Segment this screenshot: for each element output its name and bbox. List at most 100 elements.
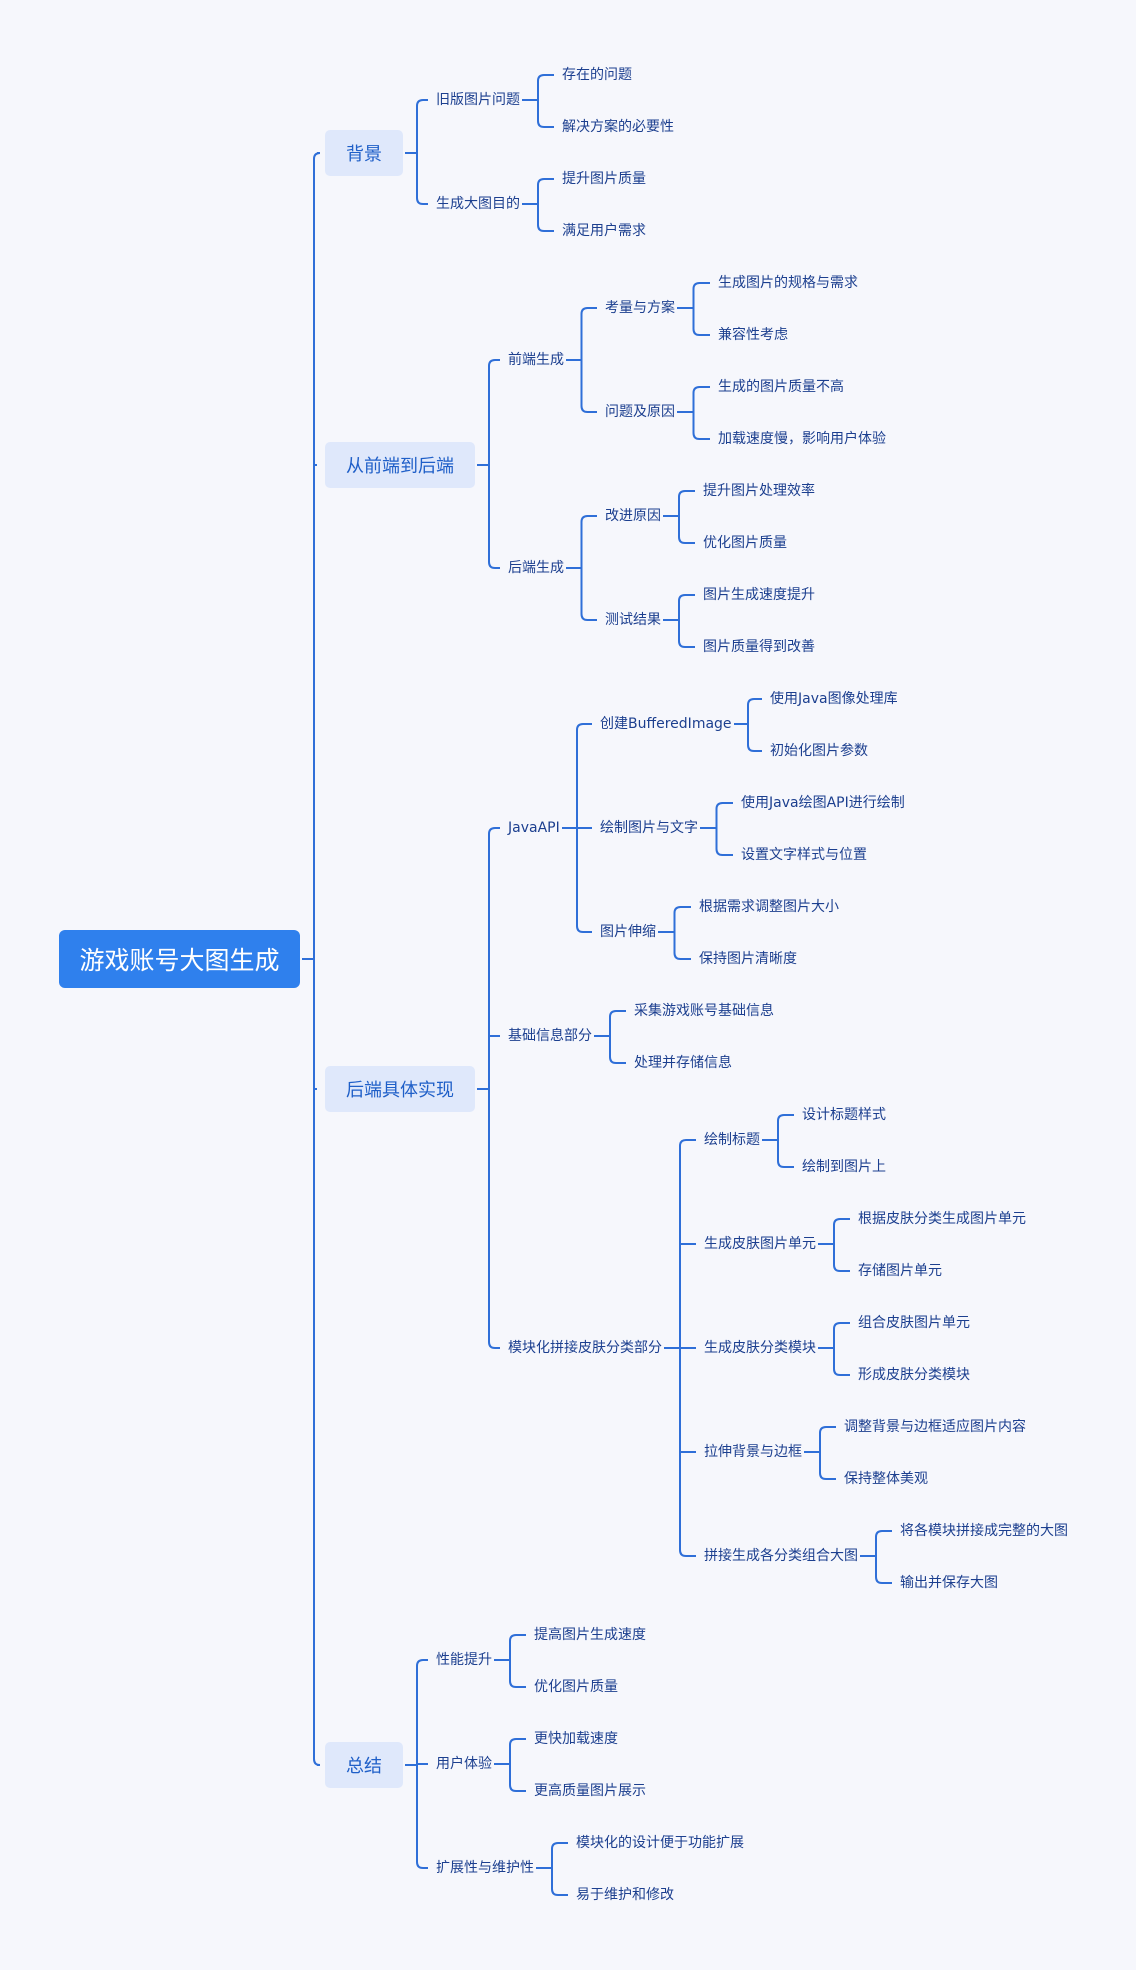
leaf-stitch-modules[interactable]: 将各模块拼接成完整的大图 [900, 1523, 1068, 1539]
leaf-keep-clarity[interactable]: 保持图片清晰度 [699, 951, 797, 967]
connector-branch [673, 952, 691, 960]
leaf-compatibility[interactable]: 兼容性考虑 [718, 327, 788, 343]
node-draw-image-text[interactable]: 绘制图片与文字 [600, 820, 698, 836]
node-skin-units[interactable]: 生成皮肤图片单元 [704, 1236, 816, 1252]
leaf-faster-loading[interactable]: 更快加载速度 [534, 1731, 618, 1747]
leaf-easy-maintain[interactable]: 易于维护和修改 [576, 1887, 674, 1903]
connector-branch [747, 744, 762, 752]
leaf-speed-improved[interactable]: 图片生成速度提升 [703, 587, 815, 603]
connector-branch [678, 490, 695, 498]
leaf-draw-on-image[interactable]: 绘制到图片上 [802, 1159, 886, 1175]
leaf-meet-user-needs[interactable]: 满足用户需求 [562, 223, 646, 239]
leaf-modular-design[interactable]: 模块化的设计便于功能扩展 [576, 1835, 744, 1851]
connector-branch [509, 1784, 526, 1792]
connector-branch [875, 1576, 892, 1584]
node-improvement-reasons[interactable]: 改进原因 [605, 508, 661, 524]
leaf-resize[interactable]: 根据需求调整图片大小 [699, 899, 839, 915]
leaf-higher-quality-display[interactable]: 更高质量图片展示 [534, 1783, 646, 1799]
connector-branch [416, 197, 428, 205]
node-generation-purpose[interactable]: 生成大图目的 [436, 196, 520, 212]
leaf-java-draw-api[interactable]: 使用Java绘图API进行绘制 [741, 795, 905, 811]
leaf-init-params[interactable]: 初始化图片参数 [770, 743, 868, 759]
leaf-faster-generation[interactable]: 提高图片生成速度 [534, 1627, 646, 1643]
connector-branch [833, 1322, 850, 1330]
branch-backend-implementation[interactable]: 后端具体实现 [325, 1066, 475, 1112]
leaf-low-quality[interactable]: 生成的图片质量不高 [718, 379, 844, 395]
connector-branch [833, 1264, 850, 1272]
connector-branch [678, 594, 695, 602]
leaf-processing-efficiency[interactable]: 提升图片处理效率 [703, 483, 815, 499]
node-old-image-issues[interactable]: 旧版图片问题 [436, 92, 520, 108]
node-frontend-generation[interactable]: 前端生成 [508, 352, 564, 368]
node-modular-skins[interactable]: 模块化拼接皮肤分类部分 [508, 1340, 662, 1356]
leaf-output-save[interactable]: 输出并保存大图 [900, 1575, 998, 1591]
connector-branch [777, 1114, 794, 1122]
root-node[interactable]: 游戏账号大图生成 [59, 930, 300, 988]
connector-branch [488, 359, 500, 367]
connector-branch [747, 698, 762, 706]
leaf-quality-improved[interactable]: 图片质量得到改善 [703, 639, 815, 655]
connector-branch [715, 848, 733, 856]
node-draw-title[interactable]: 绘制标题 [704, 1132, 760, 1148]
connector-branch [580, 405, 597, 413]
node-test-results[interactable]: 测试结果 [605, 612, 661, 628]
connector-branch [537, 224, 554, 232]
connector-branch [833, 1218, 850, 1226]
node-skin-modules[interactable]: 生成皮肤分类模块 [704, 1340, 816, 1356]
leaf-form-modules[interactable]: 形成皮肤分类模块 [858, 1367, 970, 1383]
node-problems-causes[interactable]: 问题及原因 [605, 404, 675, 420]
node-backend-generation[interactable]: 后端生成 [508, 560, 564, 576]
node-user-experience[interactable]: 用户体验 [436, 1756, 492, 1772]
node-assemble-image[interactable]: 拼接生成各分类组合大图 [704, 1548, 858, 1564]
connector-branch [551, 1888, 568, 1896]
connector-branch [509, 1680, 526, 1688]
leaf-text-style-position[interactable]: 设置文字样式与位置 [741, 847, 867, 863]
leaf-better-quality[interactable]: 优化图片质量 [534, 1679, 618, 1695]
leaf-store-info[interactable]: 处理并存储信息 [634, 1055, 732, 1071]
leaf-optimize-quality[interactable]: 优化图片质量 [703, 535, 787, 551]
leaf-collect-info[interactable]: 采集游戏账号基础信息 [634, 1003, 774, 1019]
branch-background[interactable]: 背景 [325, 130, 403, 176]
leaf-solution-necessity[interactable]: 解决方案的必要性 [562, 119, 674, 135]
connector-branch [576, 723, 592, 731]
node-performance[interactable]: 性能提升 [436, 1652, 492, 1668]
leaf-java-image-library[interactable]: 使用Java图像处理库 [770, 691, 898, 707]
connector-branch [678, 536, 695, 544]
node-considerations[interactable]: 考量与方案 [605, 300, 675, 316]
leaf-existing-problems[interactable]: 存在的问题 [562, 67, 632, 83]
connector-branch [609, 1056, 626, 1064]
connector-branch [777, 1160, 794, 1168]
leaf-adjust-border[interactable]: 调整背景与边框适应图片内容 [844, 1419, 1026, 1435]
connector-branch [580, 613, 597, 621]
branch-frontend-to-backend[interactable]: 从前端到后端 [325, 442, 475, 488]
leaf-generate-units[interactable]: 根据皮肤分类生成图片单元 [858, 1211, 1026, 1227]
node-java-api[interactable]: JavaAPI [508, 820, 560, 836]
leaf-improve-quality[interactable]: 提升图片质量 [562, 171, 646, 187]
connector-branch [313, 152, 321, 160]
connector-branch [509, 1738, 526, 1746]
leaf-combine-units[interactable]: 组合皮肤图片单元 [858, 1315, 970, 1331]
branch-summary[interactable]: 总结 [325, 1742, 403, 1788]
connector-branch [875, 1530, 892, 1538]
node-image-scaling[interactable]: 图片伸缩 [600, 924, 656, 940]
connector-branch [576, 925, 592, 933]
leaf-slow-loading[interactable]: 加载速度慢，影响用户体验 [718, 431, 886, 447]
connector-branch [679, 1139, 696, 1147]
leaf-keep-beauty[interactable]: 保持整体美观 [844, 1471, 928, 1487]
connector-branch [313, 1758, 321, 1766]
node-stretch-background[interactable]: 拉伸背景与边框 [704, 1444, 802, 1460]
connector-branch [692, 432, 710, 440]
node-extensibility[interactable]: 扩展性与维护性 [436, 1860, 534, 1876]
node-create-bufferedimage[interactable]: 创建BufferedImage [600, 716, 732, 732]
connector-branch [692, 386, 710, 394]
leaf-store-units[interactable]: 存储图片单元 [858, 1263, 942, 1279]
connector-branch [609, 1010, 626, 1018]
connector-branch [580, 515, 597, 523]
leaf-title-style[interactable]: 设计标题样式 [802, 1107, 886, 1123]
connector-branch [537, 74, 554, 82]
leaf-spec-requirements[interactable]: 生成图片的规格与需求 [718, 275, 858, 291]
node-basic-info[interactable]: 基础信息部分 [508, 1028, 592, 1044]
connector-branch [416, 1861, 428, 1869]
